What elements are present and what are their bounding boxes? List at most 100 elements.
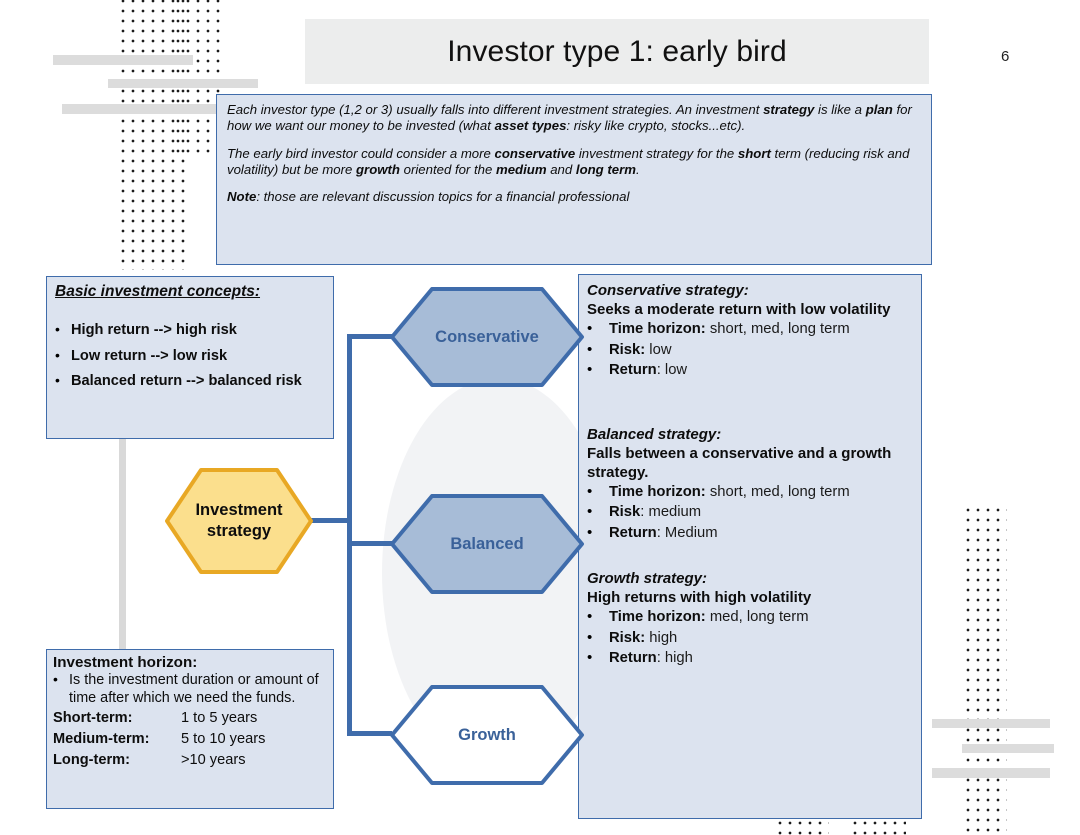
strategy-conservative: Conservative strategy: Seeks a moderate … [587,281,913,381]
horizon-row-label: Medium-term: [53,730,150,747]
strategy-point: • Time horizon: med, long term [587,607,913,628]
bullet-icon: • [587,628,593,646]
bullet-icon: • [55,372,60,388]
strategy-point-key: Risk [609,504,641,520]
basic-concepts-box: Basic investment concepts: • High return… [46,276,334,439]
hexagon-conservative[interactable]: Conservative [388,285,586,389]
strategy-point-value: med, long term [705,609,809,625]
bullet-icon: • [587,649,593,666]
strategies-box: Conservative strategy: Seeks a moderate … [578,274,922,819]
connector-center-stub [308,518,352,523]
strategy-point: • Return: low [587,360,913,381]
bullet-icon: • [55,321,60,337]
strategy-point-value: : low [656,362,688,378]
horizon-row-value: 1 to 5 years [181,709,258,726]
bullet-icon: • [55,346,60,363]
bullet-icon: • [587,340,593,358]
hexagon-shape-icon [390,494,584,594]
decor-grey-bar-1 [53,55,193,65]
strategy-point-key: Risk: [609,629,646,646]
decor-grey-bar-5 [962,744,1054,753]
horizon-row-label: Long-term: [53,751,131,768]
strategy-name: Conservative strategy: [587,282,749,299]
strategy-point-key: Time horizon: [609,321,706,337]
investment-horizon-box: Investment horizon: • Is the investment … [46,649,334,809]
hexagon-shape-icon [390,685,584,785]
strategy-point-key: Risk: [609,341,646,358]
strategy-point-value: short, med, long term [705,321,850,337]
strategy-point: • Time horizon: short, med, long term [587,319,913,340]
strategy-point: • Time horizon: short, med, long term [587,482,913,503]
decor-grey-bar-4 [932,719,1050,728]
basic-concepts-title: Basic investment concepts: [55,283,261,300]
horizon-row: Short-term: 1 to 5 years [53,708,325,729]
strategy-point: • Return: high [587,648,913,669]
strategy-description: High returns with high volatility [587,589,812,606]
strategy-description: Falls between a conservative and a growt… [587,444,892,481]
strategy-name: Balanced strategy: [587,425,722,443]
grey-vertical-connector [119,437,126,659]
intro-textbox: Each investor type (1,2 or 3) usually fa… [216,94,932,265]
page-title: Investor type 1: early bird [447,34,787,68]
horizon-row: Medium-term: 5 to 10 years [53,729,325,750]
decor-dots-bottom-b [850,818,906,835]
decor-grey-bar-6 [932,768,1050,778]
strategy-point: • Risk: low [587,340,913,361]
hexagon-balanced[interactable]: Balanced [388,492,586,596]
decor-grey-bar-2 [108,79,258,88]
concept-list-item: • High return --> high risk [55,321,323,340]
connector-trunk-vertical [347,334,352,736]
hexagon-shape-icon [390,287,584,387]
strategy-point-value: : high [656,650,693,666]
strategy-point-key: Time horizon: [609,483,706,500]
strategy-point-key: Return [609,524,657,541]
strategy-point-value: high [645,629,678,646]
decor-grey-bar-3 [62,104,230,114]
concept-list-item: • Balanced return --> balanced risk [55,372,323,391]
strategy-point: • Risk: high [587,628,913,649]
strategy-point-value: : Medium [656,524,718,541]
intro-paragraph-2: The early bird investor could consider a… [227,145,910,177]
connector-branch-balanced [347,541,392,546]
page-number: 6 [1001,48,1010,65]
concept-item-label: Balanced return --> balanced risk [71,373,302,389]
concept-list-item: • Low return --> low risk [55,347,323,366]
bullet-icon: • [53,671,58,687]
connector-branch-conservative [347,334,392,339]
horizon-row: Long-term: >10 years [53,750,325,771]
strategy-growth: Growth strategy: High returns with high … [587,569,913,669]
strategy-point-key: Return [609,650,657,666]
strategy-point: • Return: Medium [587,523,913,544]
strategy-point-key: Return [609,362,657,378]
strategy-point-key: Time horizon: [609,609,706,625]
hexagon-growth[interactable]: Growth [388,683,586,787]
investment-horizon-title: Investment horizon: [53,654,198,671]
horizon-row-value: >10 years [181,751,246,768]
bullet-icon: • [587,361,593,378]
horizon-definition-text: Is the investment duration or amount of … [69,672,319,707]
title-band: Investor type 1: early bird [305,19,929,84]
hexagon-shape-icon [165,468,313,574]
concept-item-label: Low return --> low risk [71,347,228,364]
intro-paragraph-1: Each investor type (1,2 or 3) usually fa… [227,102,912,134]
strategy-point-value: : medium [640,504,702,520]
intro-paragraph-3-note: Note: those are relevant discussion topi… [227,189,630,205]
connector-branch-growth [347,731,392,736]
bullet-icon: • [587,482,593,500]
bullet-icon: • [587,320,593,337]
decor-dots-bottom-a [775,818,829,835]
strategy-name: Growth strategy: [587,570,708,587]
strategy-point: • Risk: medium [587,502,913,523]
strategy-description: Seeks a moderate return with low volatil… [587,301,891,318]
decor-dots-right-lower [963,505,1007,835]
horizon-definition: • Is the investment duration or amount o… [53,671,325,708]
bullet-icon: • [587,608,593,625]
strategy-point-value: short, med, long term [705,483,850,500]
strategy-balanced: Balanced strategy: Falls between a conse… [587,425,913,544]
bullet-icon: • [587,503,593,520]
bullet-icon: • [587,523,593,541]
concept-item-label: High return --> high risk [71,322,237,338]
strategy-point-value: low [645,341,672,358]
